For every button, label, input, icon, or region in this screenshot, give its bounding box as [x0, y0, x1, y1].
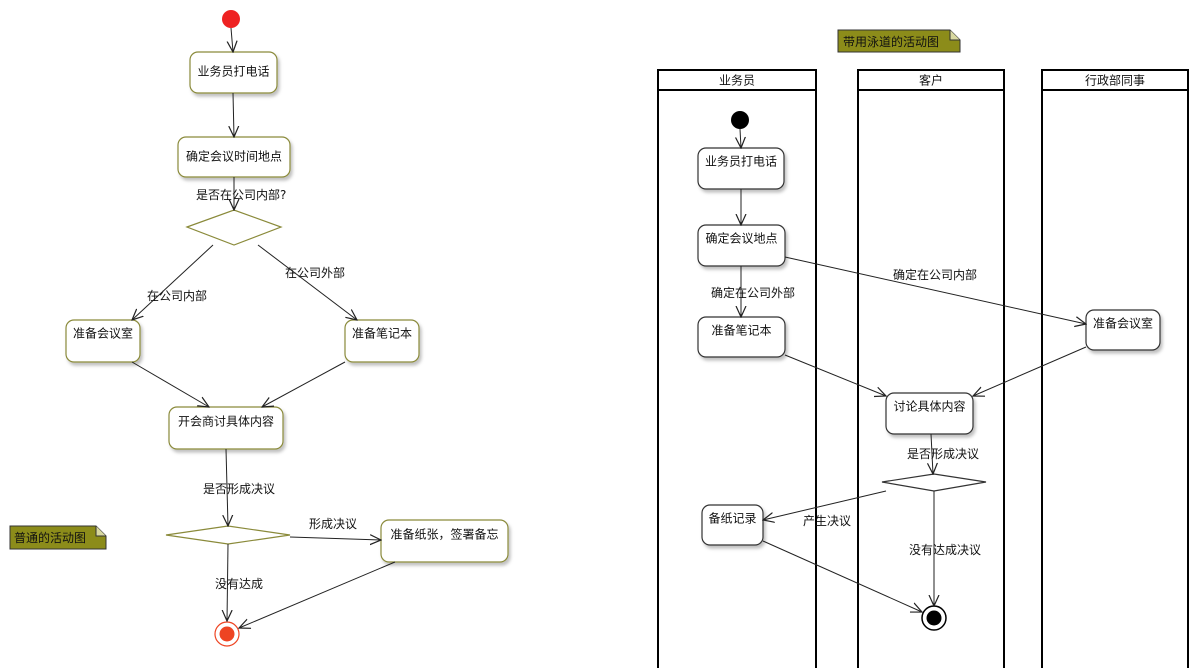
left-end-node	[219, 626, 235, 642]
right-node-prep-room	[1085, 309, 1161, 351]
right-diagram: 带用泳道的活动图 业务员 客户 行政部同事 业务员打电话 确定会议地点	[657, 29, 1189, 668]
left-label-in-company: 在公司内部	[147, 288, 207, 303]
right-node-prep-notebook-text: 准备笔记本	[711, 323, 771, 338]
right-node-discuss-text: 讨论具体内容	[893, 399, 965, 414]
right-node-confirm-place-text: 确定会议地点	[705, 231, 777, 246]
right-node-prep-room-text: 准备会议室	[1093, 316, 1153, 331]
right-decision-resolution	[881, 473, 987, 492]
left-node-prep-notebook-text: 准备笔记本	[352, 326, 412, 341]
lane-header-salesperson	[657, 69, 817, 91]
left-edge-notebook-discuss	[262, 361, 346, 407]
right-note-shape	[837, 29, 961, 53]
left-edge-decision-end	[227, 543, 228, 621]
right-edge-discuss-decision	[931, 433, 933, 474]
right-note-fold	[949, 30, 960, 41]
left-edges	[131, 27, 396, 628]
left-decision-resolution	[165, 525, 291, 545]
left-node-prep-paper-text: 准备纸张，签署备忘	[390, 527, 498, 542]
right-edge-confirm-room	[784, 256, 1086, 324]
left-note-shape	[9, 525, 107, 550]
left-node-prep-room-text: 准备会议室	[73, 326, 133, 341]
lane-title-salesperson: 业务员	[719, 73, 755, 88]
left-edge-start-call	[231, 27, 233, 52]
right-edge-decision-record	[763, 490, 887, 520]
lane-header-customer	[857, 69, 1005, 91]
lane-header-admin	[1041, 69, 1189, 91]
right-edge-notebook-discuss	[784, 354, 886, 396]
left-node-confirm-time-text: 确定会议时间地点	[186, 149, 282, 164]
left-edge-decision-room	[132, 244, 214, 320]
left-edge-paper-end	[239, 561, 396, 628]
right-node-call-text: 业务员打电话	[705, 154, 777, 169]
left-node-prep-room	[65, 319, 141, 363]
left-label-decision-q: 是否形成决议	[203, 482, 275, 496]
right-label-produce: 产生决议	[803, 514, 851, 528]
right-edge-start-call	[740, 128, 741, 148]
left-node-prep-notebook	[344, 319, 420, 363]
right-edges	[740, 128, 1087, 612]
right-node-record-text: 备纸记录	[708, 512, 756, 526]
right-note-text: 带用泳道的活动图	[843, 34, 939, 49]
right-edge-room-discuss	[973, 346, 1087, 396]
lane-title-admin: 行政部同事	[1085, 73, 1145, 88]
left-note-fold	[95, 526, 106, 537]
left-edge-call-confirm	[233, 92, 234, 137]
left-label-in-company-q: 是否在公司内部?	[196, 187, 286, 202]
left-note: 普通的活动图	[9, 525, 107, 550]
lane-title-customer: 客户	[919, 73, 943, 88]
swimlane-salesperson: 业务员	[657, 69, 817, 668]
left-decision-location	[185, 209, 283, 246]
right-start-node	[731, 111, 749, 129]
left-diagram: 普通的活动图 业务员打电话 确定会议时间地点 是否在公司内部? 在公司内部 在公…	[9, 10, 509, 647]
left-edge-decision-notebook	[257, 244, 357, 320]
right-edge-record-end	[762, 540, 922, 612]
left-node-discuss-text: 开会商讨具体内容	[178, 414, 274, 429]
right-label-confirm-inside: 确定在公司内部	[893, 267, 977, 282]
right-note: 带用泳道的活动图	[837, 29, 961, 53]
right-node-record	[701, 504, 764, 546]
left-edge-discuss-decision	[226, 448, 228, 526]
right-node-discuss	[885, 392, 974, 435]
right-label-confirm-outside: 确定在公司外部	[711, 285, 795, 300]
right-label-not-reached: 没有达成决议	[909, 542, 981, 557]
left-start-node	[222, 10, 240, 28]
right-end-node	[926, 610, 942, 626]
left-node-call-text: 业务员打电话	[197, 64, 269, 79]
left-edge-room-discuss	[131, 361, 209, 407]
right-label-decision-q: 是否形成决议	[907, 447, 979, 461]
left-note-text: 普通的活动图	[14, 530, 86, 545]
swimlane-customer: 客户	[857, 69, 1005, 668]
left-label-not-reached: 没有达成	[215, 576, 263, 591]
left-label-formed: 形成决议	[309, 517, 357, 531]
left-edge-decision-paper	[289, 537, 381, 540]
swimlane-admin: 行政部同事	[1041, 69, 1189, 668]
